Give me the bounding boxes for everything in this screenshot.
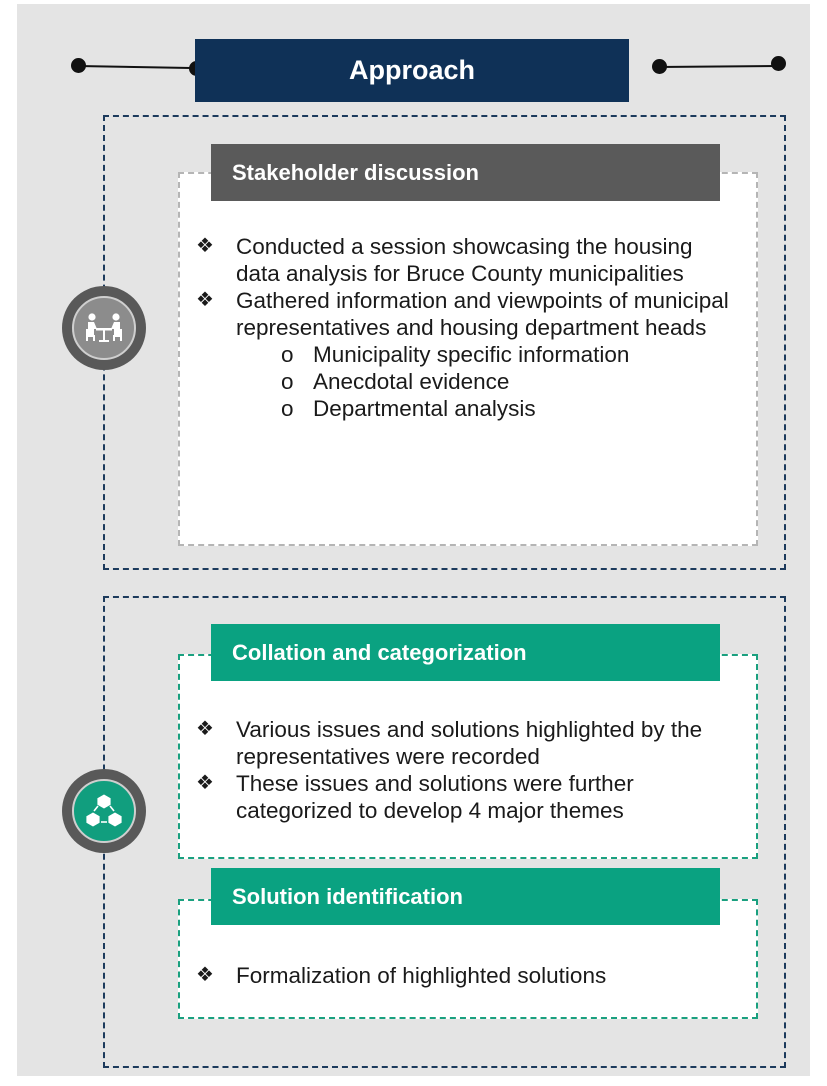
stakeholder-icon-ring [72,296,136,360]
circle-bullet-icon: o [281,396,294,421]
sub-list-item: o Departmental analysis [281,395,736,422]
approach-title: Approach [195,39,629,102]
diamond-bullet-icon: ❖ [196,964,214,986]
connector-endpoint-right [771,56,786,71]
sub-bullet-text: Departmental analysis [313,396,536,421]
list-item: ❖ Various issues and solutions highlight… [196,716,736,770]
sub-bullet-text: Anecdotal evidence [313,369,510,394]
bullet-text: Gathered information and viewpoints of m… [236,288,729,340]
list-item: ❖ Gathered information and viewpoints of… [196,287,736,341]
circle-bullet-icon: o [281,342,294,367]
stakeholder-bullet-list: ❖ Conducted a session showcasing the hou… [196,233,736,422]
stakeholder-heading: Stakeholder discussion [211,144,720,201]
stakeholder-card [178,172,758,546]
diamond-bullet-icon: ❖ [196,289,214,311]
list-item: ❖ These issues and solutions were furthe… [196,770,736,824]
bullet-text: Formalization of highlighted solutions [236,963,607,988]
diamond-bullet-icon: ❖ [196,235,214,257]
collation-bullet-list: ❖ Various issues and solutions highlight… [196,716,736,824]
connector-endpoint-left [71,58,86,73]
stakeholder-sub-list: o Municipality specific information o An… [281,341,736,422]
bullet-text: These issues and solutions were further … [236,771,634,823]
meeting-people-icon [86,313,122,342]
collation-icon-circle [62,769,146,853]
bullet-text: Conducted a session showcasing the housi… [236,234,693,286]
sub-list-item: o Anecdotal evidence [281,368,736,395]
collation-card [178,654,758,859]
diamond-bullet-icon: ❖ [196,772,214,794]
connector-joint-right [652,59,667,74]
connected-cubes-icon [85,793,123,828]
bullet-text: Various issues and solutions highlighted… [236,717,703,769]
collation-icon-ring [72,779,136,843]
diamond-bullet-icon: ❖ [196,718,214,740]
sub-list-item: o Municipality specific information [281,341,736,368]
solution-heading: Solution identification [211,868,720,925]
list-item: ❖ Conducted a session showcasing the hou… [196,233,736,287]
circle-bullet-icon: o [281,369,294,394]
sub-bullet-text: Municipality specific information [313,342,630,367]
collation-heading: Collation and categorization [211,624,720,681]
solution-bullet-list: ❖ Formalization of highlighted solutions [196,962,736,989]
list-item: ❖ Formalization of highlighted solutions [196,962,736,989]
stakeholder-icon-circle [62,286,146,370]
